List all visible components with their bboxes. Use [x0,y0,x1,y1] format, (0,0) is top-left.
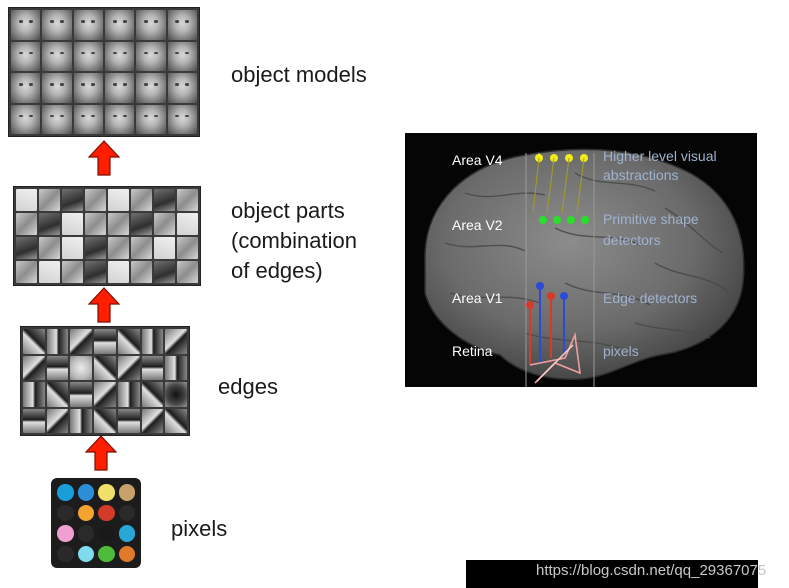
pixel-dot [98,545,115,562]
object-parts-label-line-2: (combination [231,228,357,253]
edges-label: edges [218,374,278,399]
object-parts-label-line-3: of edges) [231,258,323,283]
pixel-dot [77,484,94,501]
pixel-dot [98,484,115,501]
edges-image [20,326,190,436]
brain-shape [424,148,745,387]
pixel-dot [118,484,135,501]
footer-bar [466,560,758,588]
pixel-dot [98,504,115,521]
retina-description: pixels [603,343,639,359]
pixel-dot [57,484,74,501]
pixels-label: pixels [171,516,228,541]
object-parts-image [13,186,201,286]
up-arrow-icon [85,435,117,471]
pixel-dot [118,525,135,542]
pixel-dot [98,525,115,542]
v4-description-line-1: Higher level visual [603,148,717,164]
area-v1-label: Area V1 [452,290,503,306]
retina-label: Retina [452,343,493,359]
v2-description-line-2: detectors [603,232,661,248]
pixel-dot [118,545,135,562]
object-parts-label-line-1: object parts [231,198,345,223]
area-v4-label: Area V4 [452,152,503,168]
pixel-dot [57,525,74,542]
up-arrow-icon [88,140,120,176]
pixel-dot [57,504,74,521]
pixel-dot [57,545,74,562]
object-models-label: object models [231,62,367,87]
pixel-dot [77,525,94,542]
v2-nodes [539,216,589,224]
brain-visual-cortex-figure: Area V4 Higher level visual abstractions… [405,133,757,387]
pixels-image [51,478,141,568]
object-models-image [8,7,200,137]
watermark-text: https://blog.csdn.net/qq_29367075 [536,562,767,579]
pixel-dot [77,545,94,562]
v4-description-line-2: abstractions [603,167,679,183]
pixel-dot [118,504,135,521]
up-arrow-icon [88,287,120,323]
pixel-dot [77,504,94,521]
area-v2-label: Area V2 [452,217,503,233]
v1-description: Edge detectors [603,290,698,306]
v2-description-line-1: Primitive shape [603,211,699,227]
